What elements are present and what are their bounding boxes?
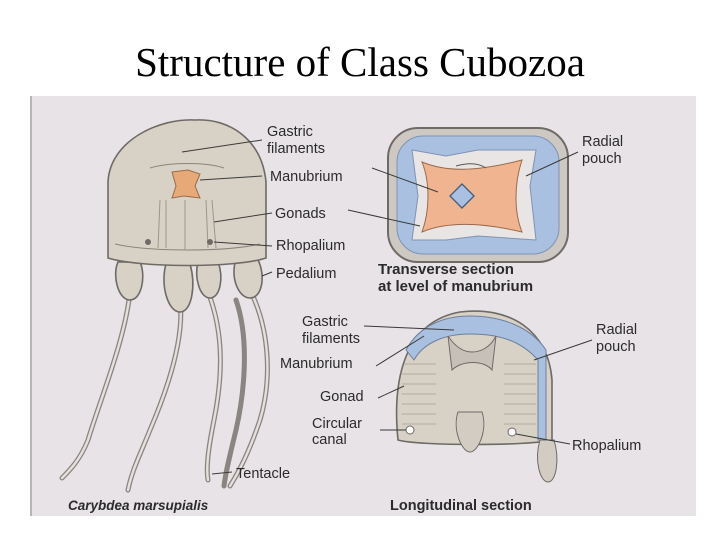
- label-rhopalium-right: Rhopalium: [572, 438, 641, 454]
- label-radial-pouch-top: Radial pouch: [582, 134, 627, 167]
- manubrium-shape: [172, 170, 200, 198]
- label-manubrium-long: Manubrium: [280, 356, 353, 372]
- label-rhopalium-left: Rhopalium: [276, 238, 345, 254]
- longitudinal-section-illustration: [397, 311, 557, 482]
- heading-transverse-section: Transverse section at level of manubrium: [378, 261, 533, 295]
- transverse-section-illustration: [388, 128, 568, 262]
- caption-species: Carybdea marsupialis: [68, 498, 209, 513]
- label-gonads: Gonads: [275, 206, 326, 222]
- jellyfish-whole-illustration: [62, 120, 267, 490]
- label-tentacle: Tentacle: [236, 466, 290, 482]
- label-pedalium: Pedalium: [276, 266, 336, 282]
- tentacles: [62, 290, 267, 490]
- label-manubrium-left: Manubrium: [270, 169, 343, 185]
- label-gonad: Gonad: [320, 389, 364, 405]
- label-gastric-filaments-long: Gastric filaments: [302, 314, 360, 347]
- label-radial-pouch-bottom: Radial pouch: [596, 322, 641, 355]
- caption-longitudinal-section: Longitudinal section: [390, 498, 532, 514]
- label-gastric-filaments-left: Gastric filaments: [267, 124, 325, 157]
- pedalia: [116, 260, 263, 312]
- label-circular-canal: Circular canal: [312, 416, 366, 448]
